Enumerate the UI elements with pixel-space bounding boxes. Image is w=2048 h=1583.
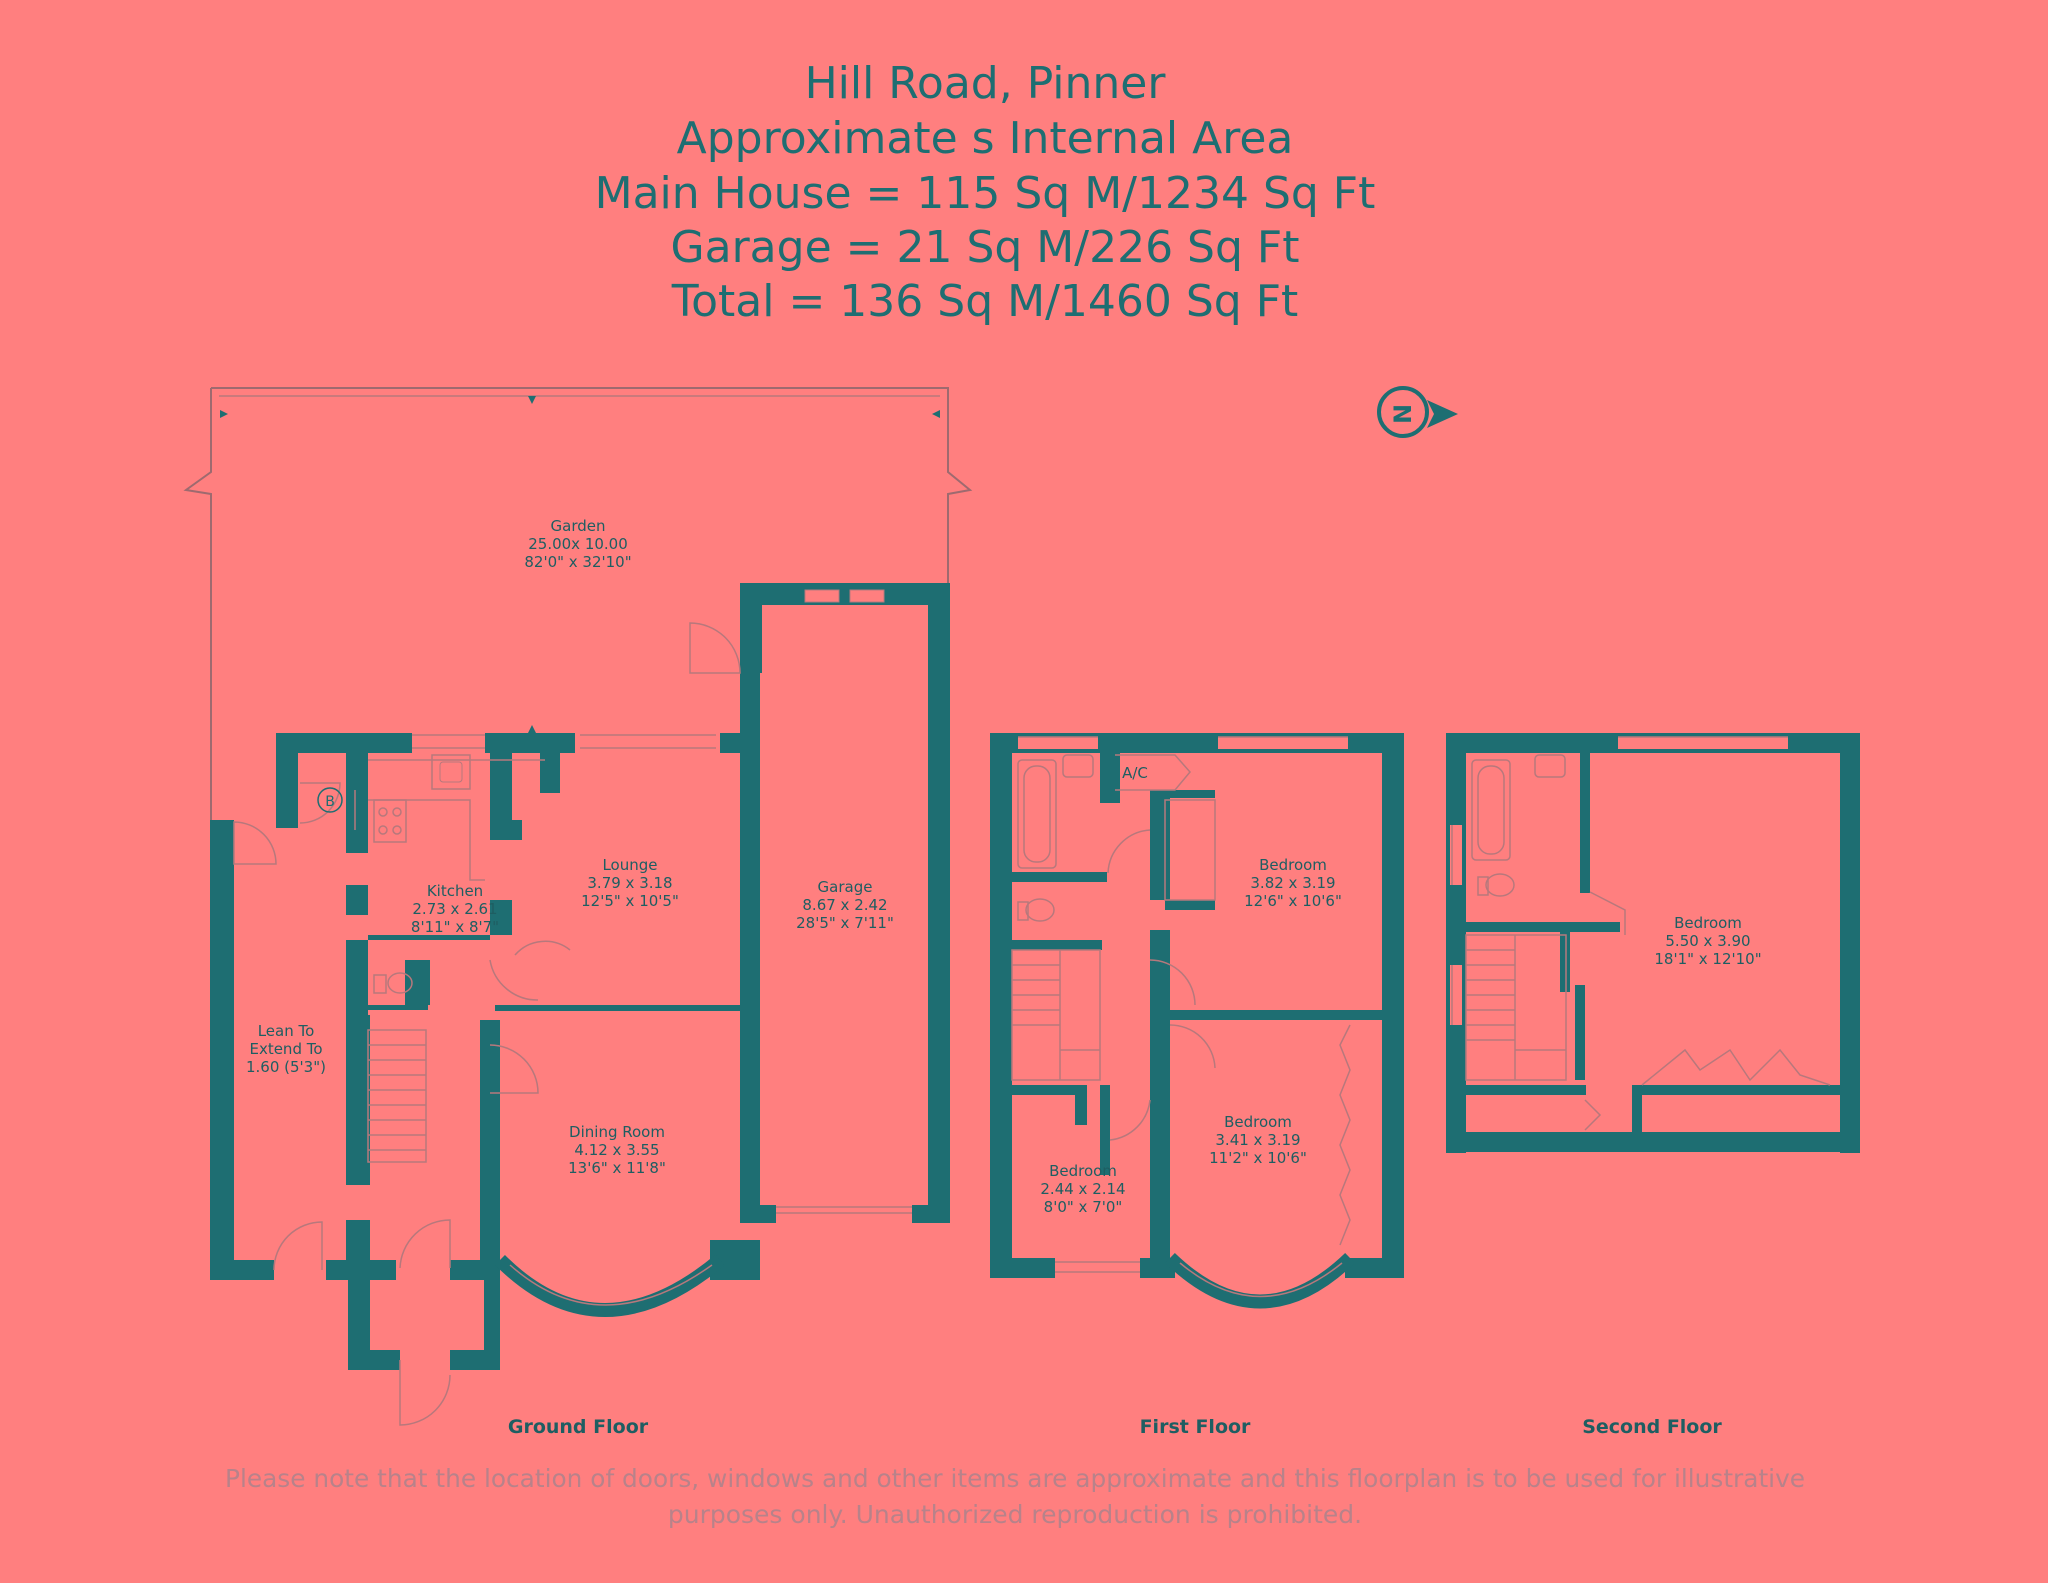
ground-wc-icon	[387, 972, 413, 994]
second-floor-basin-icon	[1534, 754, 1566, 778]
hob-icon	[373, 799, 407, 843]
title-total: Total = 136 Sq M/1460 Sq Ft	[671, 276, 1299, 327]
bedroom-front-name: Bedroom	[1259, 856, 1327, 874]
first-floor-label: First Floor	[1140, 1416, 1251, 1438]
leanto-line1: Lean To	[258, 1022, 315, 1040]
ground-floor-plan: B	[183, 387, 973, 1426]
bedroom-rear-imperial: 11'2" x 10'6"	[1209, 1149, 1307, 1167]
leanto-wall-left	[210, 820, 234, 1280]
bedroom-small-imperial: 8'0" x 7'0"	[1044, 1198, 1123, 1216]
title-main-house: Main House = 115 Sq M/1234 Sq Ft	[595, 168, 1376, 219]
first-floor-plan: A/C	[990, 733, 1404, 1309]
garage-imperial: 28'5" x 7'11"	[796, 914, 894, 932]
garage-wall-left	[740, 673, 760, 1223]
disclaimer: Please note that the location of doors, …	[225, 1464, 1805, 1529]
garden-boundary-left	[183, 388, 212, 822]
leanto-line3: 1.60 (5'3")	[246, 1058, 326, 1076]
porch-door	[399, 1360, 451, 1426]
second-floor-stairs	[1465, 934, 1567, 1081]
bedroom-small-metric: 2.44 x 2.14	[1040, 1180, 1125, 1198]
garage-wall-top	[740, 583, 948, 605]
bedroom-front-imperial: 12'6" x 10'6"	[1244, 892, 1342, 910]
garage-wall-left-upper	[740, 583, 762, 673]
leanto-line2: Extend To	[249, 1040, 322, 1058]
lounge-dining-divider	[495, 1005, 750, 1011]
lounge-imperial: 12'5" x 10'5"	[581, 892, 679, 910]
second-floor-label: Second Floor	[1582, 1416, 1722, 1438]
compass-icon: N	[1377, 386, 1458, 438]
second-floor-bath-icon	[1471, 759, 1511, 861]
bedroom-rear-name: Bedroom	[1224, 1113, 1292, 1131]
ground-floor-label: Ground Floor	[508, 1416, 649, 1438]
disclaimer-line2: purposes only. Unauthorized reproduction…	[668, 1500, 1362, 1529]
title-address: Hill Road, Pinner	[805, 58, 1167, 109]
bedroom-small-name: Bedroom	[1049, 1162, 1117, 1180]
wardrobe-doors	[1641, 1048, 1831, 1086]
garage-wall-right	[928, 583, 950, 1223]
kitchen-imperial: 8'11" x 8'7"	[411, 918, 499, 936]
bedroom-sf-imperial: 18'1" x 12'10"	[1654, 950, 1761, 968]
first-floor-bay-window	[1165, 1252, 1355, 1309]
boiler-icon	[317, 787, 343, 813]
lounge-metric: 3.79 x 3.18	[587, 874, 672, 892]
second-floor-plan	[1446, 733, 1860, 1153]
garden-name: Garden	[551, 517, 606, 535]
first-floor-labels: Bedroom 3.82 x 3.19 12'6" x 10'6" Bedroo…	[1040, 856, 1341, 1216]
garage-metric: 8.67 x 2.42	[802, 896, 887, 914]
kitchen-sink-icon	[431, 754, 471, 790]
lounge-name: Lounge	[602, 856, 657, 874]
garden-boundary	[211, 387, 973, 583]
garden-metric: 25.00x 10.00	[528, 535, 628, 553]
garage-side-door	[689, 622, 741, 674]
dining-bay-window	[495, 1254, 725, 1317]
header: Hill Road, Pinner Approximate s Internal…	[595, 58, 1376, 327]
first-floor-bath-icon	[1017, 759, 1057, 869]
ground-floor-labels: Garden 25.00x 10.00 82'0" x 32'10" Loung…	[246, 517, 894, 1177]
second-floor-labels: Bedroom 5.50 x 3.90 18'1" x 12'10"	[1654, 914, 1761, 968]
compass-label: N	[1389, 404, 1417, 424]
garage-name: Garage	[818, 878, 873, 896]
bedroom-rear-metric: 3.41 x 3.19	[1215, 1131, 1300, 1149]
bedroom-front-metric: 3.82 x 3.19	[1250, 874, 1335, 892]
garden-imperial: 82'0" x 32'10"	[524, 553, 631, 571]
ac-label: A/C	[1122, 764, 1148, 782]
ground-floor-stairs	[367, 1029, 427, 1163]
first-floor-stairs	[1011, 949, 1101, 1081]
dining-name: Dining Room	[569, 1123, 665, 1141]
first-floor-basin-icon	[1062, 754, 1094, 778]
title-area-heading: Approximate s Internal Area	[677, 113, 1294, 164]
kitchen-name: Kitchen	[427, 882, 483, 900]
dining-metric: 4.12 x 3.55	[574, 1141, 659, 1159]
bedroom-sf-metric: 5.50 x 3.90	[1665, 932, 1750, 950]
bedroom-sf-name: Bedroom	[1674, 914, 1742, 932]
first-floor-wc-icon	[1025, 898, 1055, 922]
title-garage: Garage = 21 Sq M/226 Sq Ft	[671, 222, 1300, 273]
boiler-label: B	[325, 794, 335, 810]
disclaimer-line1: Please note that the location of doors, …	[225, 1464, 1805, 1493]
floor-labels: Ground Floor First Floor Second Floor	[508, 1416, 1723, 1438]
kitchen-metric: 2.73 x 2.61	[412, 900, 497, 918]
dining-imperial: 13'6" x 11'8"	[568, 1159, 666, 1177]
second-floor-wc-icon	[1485, 873, 1515, 897]
